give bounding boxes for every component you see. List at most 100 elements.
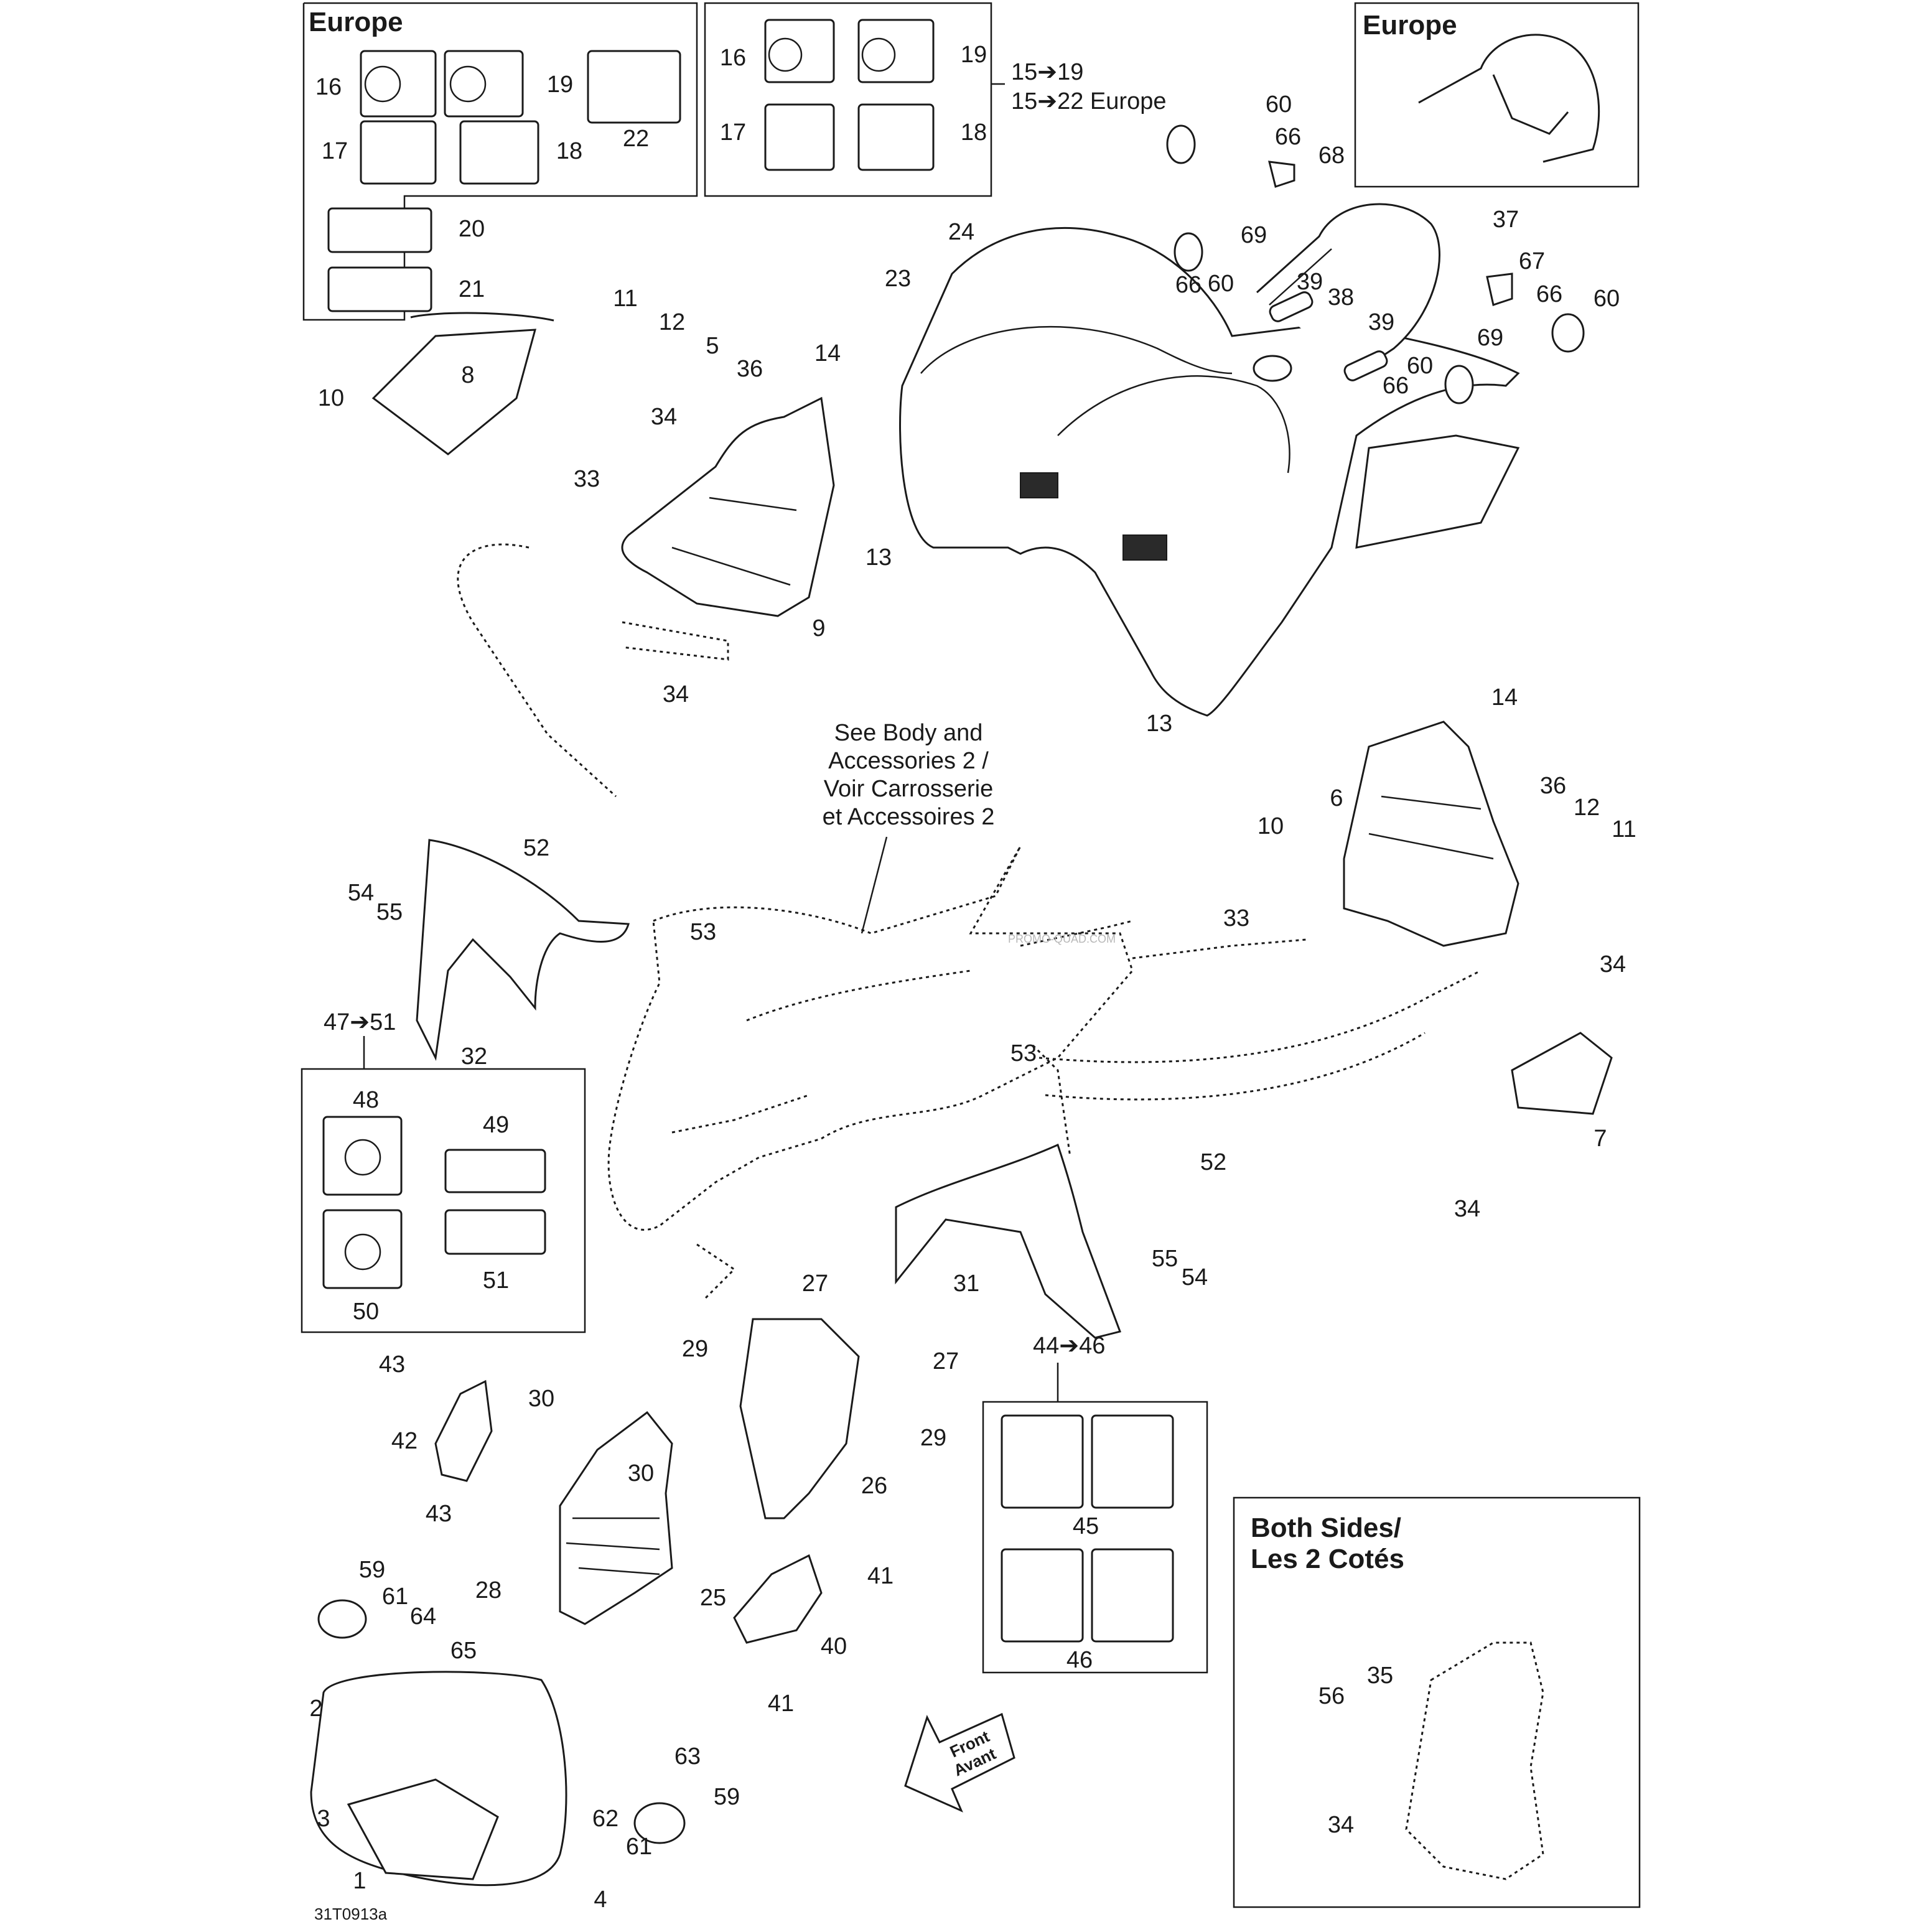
callout-25: 25	[700, 1585, 726, 1611]
callout-66c: 66	[1536, 281, 1562, 307]
callout-30a: 30	[528, 1386, 554, 1412]
right-footwell	[1038, 721, 1613, 1115]
watermark: PROMO-QUAD.COM	[1008, 933, 1116, 945]
note-decals-15-22: 15➔22 Europe	[1011, 88, 1166, 114]
inset-europe-decals: Europe	[302, 2, 698, 321]
decal-46b	[1091, 1548, 1174, 1643]
callout-29b: 29	[920, 1425, 946, 1451]
callout-45: 45	[1073, 1513, 1099, 1539]
callout-10a: 10	[318, 385, 344, 411]
see-body-note-line1: See Body and	[834, 720, 983, 746]
decal-50	[322, 1209, 403, 1289]
callout-43a: 43	[379, 1351, 405, 1378]
callout-66d: 66	[1383, 373, 1409, 399]
decal-18	[459, 120, 539, 185]
callout-54b: 54	[1182, 1264, 1208, 1290]
callout-2: 2	[309, 1696, 322, 1722]
callout-37: 37	[1493, 207, 1519, 233]
inset-decals-16-19	[704, 2, 1005, 197]
callout-61b: 61	[626, 1834, 652, 1860]
decal-20	[327, 207, 432, 253]
front-bumper-bar	[310, 1599, 686, 1887]
callout-51: 51	[483, 1267, 509, 1294]
decal-51	[444, 1209, 546, 1255]
callout-16b: 16	[720, 45, 746, 71]
callout-49: 49	[483, 1112, 509, 1138]
decal-16	[360, 50, 437, 118]
callout-60d: 60	[1407, 353, 1433, 379]
decal-17b	[764, 103, 835, 171]
callout-30b: 30	[628, 1460, 654, 1486]
callout-5: 5	[706, 333, 719, 359]
callout-4: 4	[594, 1887, 607, 1913]
range-44-46: 44➔46	[1033, 1333, 1105, 1359]
inset-europe-rack-title: Europe	[1363, 10, 1457, 40]
callout-33b: 33	[1223, 905, 1249, 931]
callout-31: 31	[953, 1271, 979, 1297]
callouts: 16 19 22 17 18 20 21 16 19 17 18 60 66 6…	[309, 42, 1636, 1913]
callout-20: 20	[459, 216, 485, 242]
callout-18b: 18	[961, 119, 987, 146]
callout-54a: 54	[348, 880, 374, 906]
callout-33a: 33	[574, 466, 600, 492]
callout-18: 18	[556, 138, 582, 164]
callout-52b: 52	[1200, 1149, 1226, 1175]
callout-61a: 61	[382, 1584, 408, 1610]
callout-27a: 27	[802, 1271, 828, 1297]
callout-11a: 11	[613, 286, 637, 312]
callout-48: 48	[353, 1087, 379, 1113]
callout-19: 19	[547, 72, 573, 98]
front-fenders	[416, 839, 1121, 1339]
callout-27b: 27	[933, 1348, 959, 1374]
callout-68: 68	[1318, 142, 1345, 169]
callout-65: 65	[450, 1638, 477, 1664]
both-sides-title-line2: Les 2 Cotés	[1251, 1544, 1404, 1574]
decal-45a	[1001, 1414, 1084, 1509]
callout-34e: 34	[1328, 1812, 1354, 1838]
see-body-note-line3: Voir Carrosserie	[824, 776, 993, 802]
callout-9: 9	[812, 615, 825, 642]
callout-28: 28	[475, 1577, 502, 1603]
callout-16: 16	[315, 74, 342, 100]
callout-17: 17	[322, 138, 348, 164]
callout-23: 23	[885, 266, 911, 292]
callout-14a: 14	[814, 340, 841, 366]
both-sides-title-line1: Both Sides/	[1251, 1513, 1401, 1543]
callout-64: 64	[410, 1603, 436, 1630]
callout-55b: 55	[1152, 1246, 1178, 1272]
callout-60a: 60	[1266, 91, 1292, 118]
decal-16b	[764, 19, 835, 83]
callout-36a: 36	[737, 356, 763, 382]
callout-53b: 53	[1010, 1040, 1037, 1066]
decal-49	[444, 1149, 546, 1193]
callout-41a: 41	[867, 1563, 894, 1589]
callout-12a: 12	[659, 309, 685, 335]
callout-69a: 69	[1241, 222, 1267, 248]
callout-52a: 52	[523, 835, 549, 861]
callout-66b: 66	[1175, 272, 1202, 298]
callout-7: 7	[1594, 1126, 1607, 1152]
callout-26: 26	[861, 1473, 887, 1499]
callout-39a: 39	[1297, 269, 1323, 295]
rear-rack	[1166, 124, 1585, 404]
inset-decals-48-51	[301, 1068, 586, 1333]
callout-46: 46	[1066, 1647, 1093, 1673]
callout-43b: 43	[426, 1501, 452, 1527]
callout-22: 22	[623, 126, 649, 152]
callout-1: 1	[353, 1868, 366, 1894]
inset-both-sides: Both Sides/ Les 2 Cotés	[1233, 1496, 1641, 1908]
callout-17b: 17	[720, 119, 746, 146]
callout-41b: 41	[768, 1691, 794, 1717]
decal-19	[444, 50, 524, 118]
callout-35: 35	[1367, 1663, 1393, 1689]
callout-36b: 36	[1540, 773, 1566, 799]
callout-10b: 10	[1258, 813, 1284, 839]
callout-32: 32	[461, 1043, 487, 1070]
callout-12b: 12	[1574, 795, 1600, 821]
callout-13a: 13	[866, 544, 892, 571]
callout-63: 63	[674, 1743, 701, 1770]
callout-34d: 34	[1454, 1196, 1480, 1222]
inset-decals-45-46	[982, 1401, 1208, 1674]
callout-14b: 14	[1491, 684, 1518, 711]
callout-8: 8	[461, 362, 474, 388]
